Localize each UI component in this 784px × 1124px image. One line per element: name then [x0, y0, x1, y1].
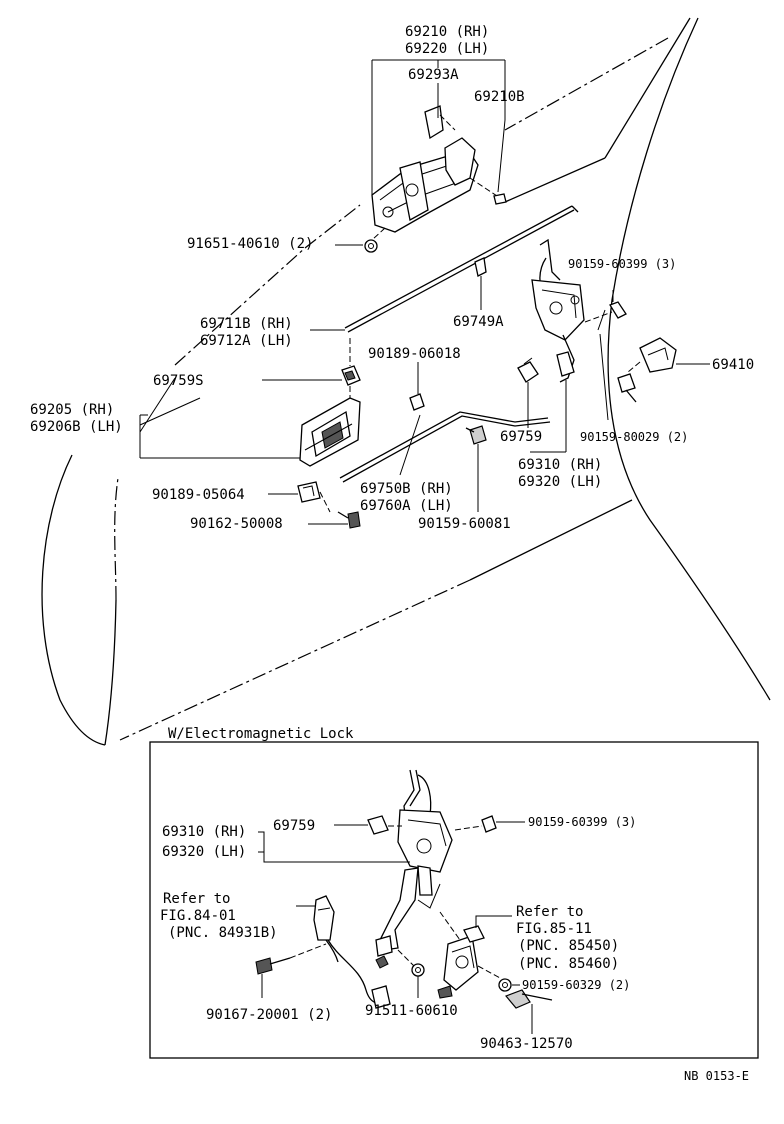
inset-refer2-line3: (PNC. 85450) — [518, 938, 619, 954]
striker-69410 — [627, 337, 710, 373]
clip-69749A — [474, 257, 487, 310]
inset-refer1-line1: Refer to — [163, 891, 230, 907]
label-90189-06018: 90189-06018 — [368, 346, 461, 362]
inset-harness — [296, 895, 391, 1009]
inset-leader-69310 — [258, 831, 410, 863]
figure-code: NB 0153-E — [684, 1069, 749, 1083]
label-69206B: 69206B (LH) — [30, 419, 123, 435]
label-69220: 69220 (LH) — [405, 41, 489, 57]
clip-69759S — [262, 338, 361, 398]
screw-90159-80029 — [599, 333, 637, 421]
clip-90189-06018 — [409, 362, 425, 411]
inside-handle — [299, 397, 361, 467]
washer-91651 — [335, 239, 378, 253]
leader-69310 — [530, 380, 567, 453]
inset-title: W/Electromagnetic Lock — [168, 726, 354, 742]
clip-69759-main — [517, 357, 539, 428]
inset-label-90159-60329: 90159-60329 (2) — [522, 978, 630, 992]
label-69759S: 69759S — [153, 373, 204, 389]
inset-label-91511: 91511-60610 — [365, 1003, 458, 1019]
screw-90159-60081 — [465, 425, 487, 512]
label-69749A: 69749A — [453, 314, 504, 330]
inset-label-90463: 90463-12570 — [480, 1036, 573, 1052]
label-69310: 69310 (RH) — [518, 457, 602, 473]
inset-washer-91511 — [397, 949, 425, 998]
inset-refer1-line3: (PNC. 84931B) — [168, 925, 278, 941]
door-lock — [531, 238, 613, 383]
leader-69205 — [139, 377, 300, 459]
label-90159-80029: 90159-80029 (2) — [580, 430, 688, 444]
label-90159-60399: 90159-60399 (3) — [568, 257, 676, 271]
outside-handle — [371, 105, 507, 241]
label-90162-50008: 90162-50008 — [190, 516, 283, 532]
label-69205: 69205 (RH) — [30, 402, 114, 418]
inset-label-90159-60399: 90159-60399 (3) — [528, 815, 636, 829]
inset-refer2-line2: FIG.85-11 — [516, 921, 592, 937]
label-69750B: 69750B (RH) — [360, 481, 453, 497]
rod-69711B — [310, 205, 579, 333]
screw-90159-60399 — [597, 290, 627, 331]
label-69210B: 69210B — [474, 89, 525, 105]
label-90159-60081: 90159-60081 — [418, 516, 511, 532]
label-91651: 91651-40610 (2) — [187, 236, 313, 252]
labels-main: 69210 (RH) 69220 (LH) 69293A 69210B 9165… — [30, 24, 754, 532]
rod-69750B — [339, 411, 551, 483]
label-69293A: 69293A — [408, 67, 459, 83]
inset-screw-90167 — [255, 943, 327, 998]
label-69320: 69320 (LH) — [518, 474, 602, 490]
label-69210: 69210 (RH) — [405, 24, 489, 40]
label-90189-05064: 90189-05064 — [152, 487, 245, 503]
inset-label-69320: 69320 (LH) — [162, 844, 246, 860]
inset-refer1-line2: FIG.84-01 — [160, 908, 236, 924]
inset-label-69310: 69310 (RH) — [162, 824, 246, 840]
inset-label-90167: 90167-20001 (2) — [206, 1007, 332, 1023]
door-outline — [41, 17, 771, 746]
inset-solenoid — [437, 911, 512, 999]
inset-frame — [149, 741, 759, 1059]
label-69711B: 69711B (RH) — [200, 316, 293, 332]
inset-screw-90159-60399 — [454, 815, 525, 833]
inset-rod-90463 — [504, 989, 553, 1034]
cover-90189-05064 — [268, 481, 331, 513]
inset-washer-90159-60329 — [498, 978, 520, 992]
screw-90162-50008 — [308, 511, 361, 529]
inset-refer2-line4: (PNC. 85460) — [518, 956, 619, 972]
inset-label-69759: 69759 — [273, 818, 315, 834]
inset-refer2-line1: Refer to — [516, 904, 583, 920]
label-69760A: 69760A (LH) — [360, 498, 453, 514]
inset-clip-69759 — [334, 815, 402, 835]
leader-69210 — [371, 59, 506, 195]
label-69712A: 69712A (LH) — [200, 333, 293, 349]
label-69759: 69759 — [500, 429, 542, 445]
label-69410: 69410 — [712, 357, 754, 373]
labels-inset: W/Electromagnetic Lock 69759 90159-60399… — [160, 726, 636, 1052]
inset-door-lock — [375, 769, 453, 957]
